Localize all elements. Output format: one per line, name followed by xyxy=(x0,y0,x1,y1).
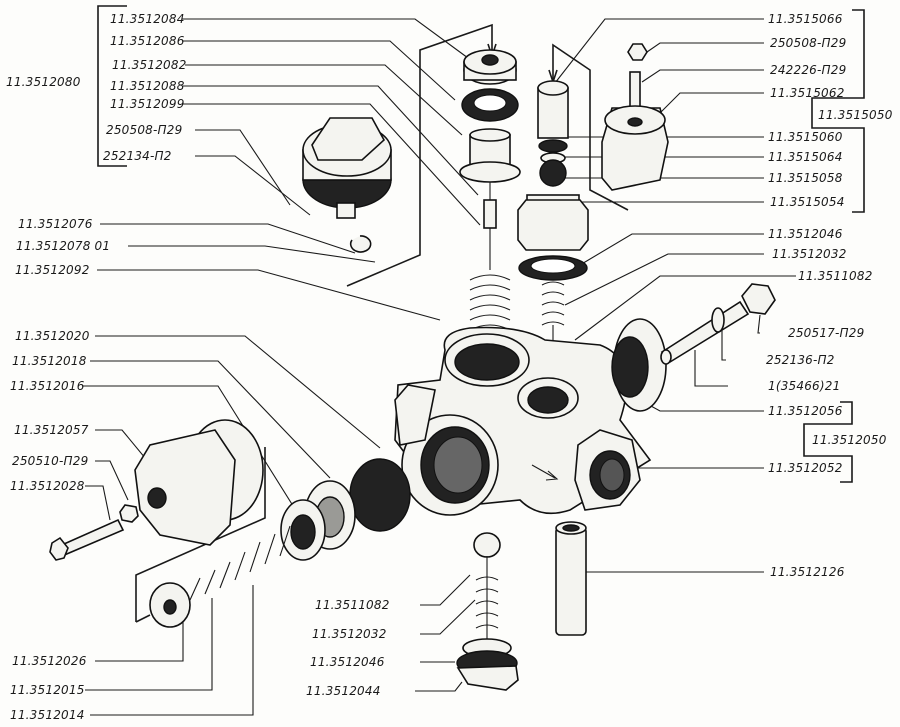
part-label: 11.3512057 xyxy=(14,423,89,437)
part-label: 250508-П29 xyxy=(770,36,847,50)
part-label: 11.3512020 xyxy=(15,329,90,343)
part-label: 11.3512016 xyxy=(10,379,85,393)
bottom-valve-stem xyxy=(456,532,519,691)
part-label: 11.3512032 xyxy=(312,627,387,641)
spring-center xyxy=(469,274,511,331)
part-label: 11.3512086 xyxy=(110,34,185,48)
group-label-right-mid: 11.3512050 xyxy=(812,433,887,447)
part-label: 11.3515062 xyxy=(770,86,845,100)
adjuster-cap xyxy=(601,43,669,191)
part-label: 11.3512078 01 xyxy=(16,239,111,253)
part-label: 252136-П2 xyxy=(766,353,835,367)
part-label: 1(35466)21 xyxy=(768,379,841,393)
plug-cap xyxy=(302,117,392,253)
part-label: 11.3515054 xyxy=(770,195,845,209)
part-label: 11.3512044 xyxy=(306,684,381,698)
bracket-right-top xyxy=(811,9,865,213)
part-label: 11.3512092 xyxy=(15,263,90,277)
part-label: 11.3512046 xyxy=(768,227,843,241)
part-label: 11.3515060 xyxy=(768,130,843,144)
part-label: 250508-П29 xyxy=(106,123,183,137)
left-cap-assembly xyxy=(49,419,264,561)
part-label: 252134-П2 xyxy=(103,149,172,163)
valve-body xyxy=(394,318,667,516)
group-label-right-top: 11.3515050 xyxy=(818,108,893,122)
part-label: 11.3515058 xyxy=(768,171,843,185)
part-label: 11.3512014 xyxy=(10,708,85,722)
part-label: 11.3512099 xyxy=(110,97,185,111)
part-label: 11.3512032 xyxy=(772,247,847,261)
part-label: 11.3512076 xyxy=(18,217,93,231)
bracket-left-top xyxy=(97,5,127,167)
part-label: 11.3515066 xyxy=(768,12,843,26)
part-label: 11.3512015 xyxy=(10,683,85,697)
part-label: 11.3512082 xyxy=(112,58,187,72)
part-label: 11.3512084 xyxy=(110,12,185,26)
part-label: 11.3512056 xyxy=(768,404,843,418)
tube xyxy=(555,521,587,636)
part-label: 11.3512046 xyxy=(310,655,385,669)
part-label: 250510-П29 xyxy=(12,454,89,468)
leader-lines xyxy=(82,18,796,716)
part-label: 11.3512028 xyxy=(10,479,85,493)
part-label: 250517-П29 xyxy=(788,326,865,340)
part-label: 242226-П29 xyxy=(770,63,847,77)
valve-stack-right xyxy=(517,80,589,371)
bolt-right xyxy=(660,283,776,365)
group-label-left-top: 11.3512080 xyxy=(6,75,81,89)
part-label: 11.3512052 xyxy=(768,461,843,475)
part-label: 11.3512126 xyxy=(770,565,845,579)
part-label: 11.3512018 xyxy=(12,354,87,368)
part-label: 11.3512026 xyxy=(12,654,87,668)
assembly-guides xyxy=(135,23,629,623)
part-label: 11.3515064 xyxy=(768,150,843,164)
part-label: 11.3511082 xyxy=(315,598,390,612)
part-label: 11.3512088 xyxy=(110,79,185,93)
valve-stack-center xyxy=(459,49,521,331)
left-spring-assembly xyxy=(149,458,411,628)
bracket-right-mid xyxy=(803,401,853,483)
part-label: 11.3511082 xyxy=(798,269,873,283)
